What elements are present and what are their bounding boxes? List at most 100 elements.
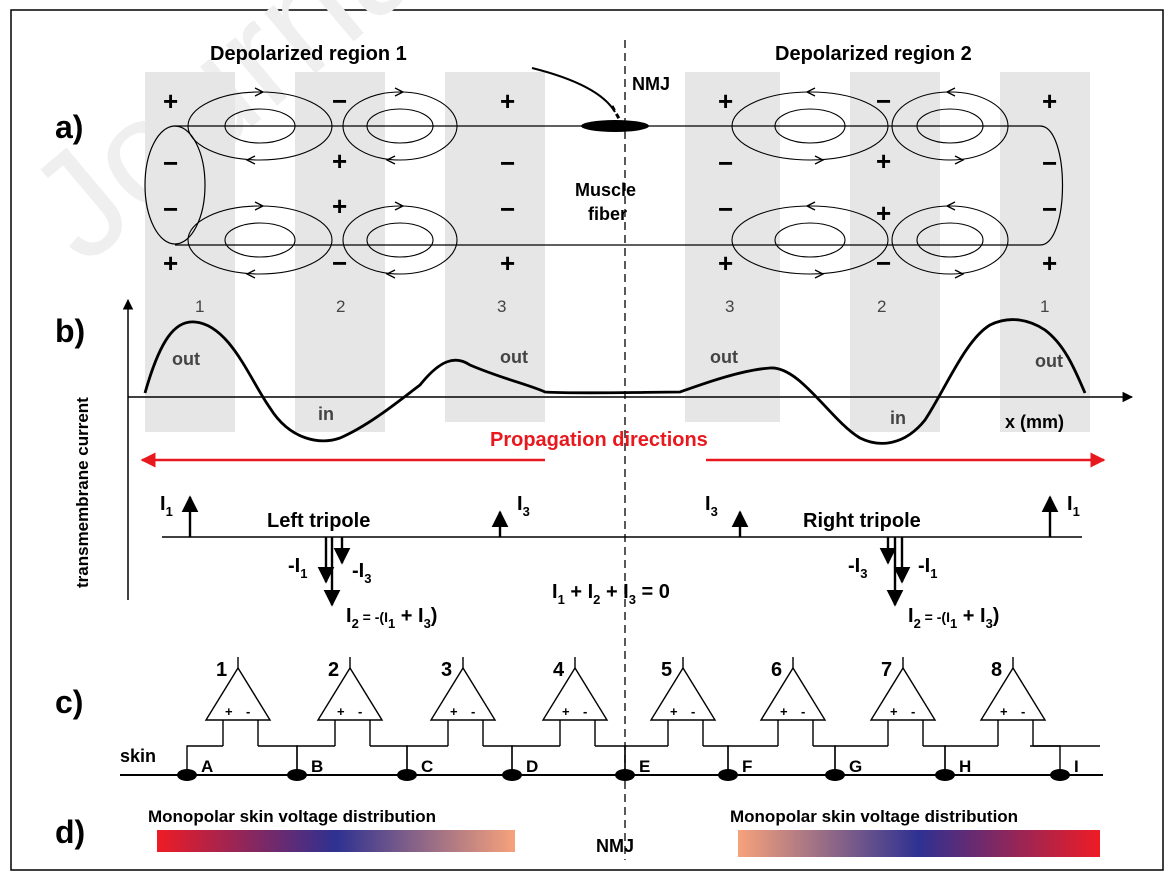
amplifier-number: 5 [661, 659, 672, 681]
wire [624, 745, 668, 770]
sign-minus: − [718, 148, 733, 178]
sign-plus: + [163, 248, 178, 278]
wire [1033, 745, 1061, 770]
amplifier: 8 +- [979, 657, 1047, 746]
amp-minus-sign: - [1021, 704, 1025, 719]
sign-plus: + [500, 86, 515, 116]
electrode-label: B [311, 757, 323, 776]
amp-plus-sign: + [780, 704, 788, 719]
amp-minus-sign: - [911, 704, 915, 719]
amplifier-number: 8 [991, 659, 1002, 681]
muscle-fiber [144, 125, 1064, 246]
zone-number: 3 [725, 297, 734, 316]
electrode-label: D [526, 757, 538, 776]
amplifier: 7 +- [869, 657, 937, 746]
current-loops [187, 91, 1009, 275]
amp-plus-sign: + [337, 704, 345, 719]
amplifier-array: 1+-2+-3+-4+-5+-6+-7+-8+- [186, 657, 1061, 770]
label-negI3: -I3 [848, 555, 867, 581]
sign-plus: + [1042, 248, 1057, 278]
electrode [825, 769, 845, 781]
grey-bands [145, 72, 1090, 432]
wire [595, 745, 626, 770]
zone-numbers: 1 2 3 3 2 1 [195, 297, 1049, 316]
electrode [615, 769, 635, 781]
amp-minus-sign: - [246, 704, 250, 719]
panel-label-a: a) [55, 109, 83, 145]
amp-plus-sign: + [890, 704, 898, 719]
zone-number: 2 [336, 297, 345, 316]
wire [258, 745, 298, 770]
amp-plus-sign: + [1000, 704, 1008, 719]
monopolar-label-right: Monopolar skin voltage distribution [730, 807, 1018, 826]
x-axis-label: x (mm) [1005, 412, 1064, 432]
sign-plus: + [1042, 86, 1057, 116]
panel-label-d: d) [55, 814, 85, 850]
label-I1: I1 [1067, 493, 1080, 519]
wire [703, 745, 729, 770]
electrode [397, 769, 417, 781]
amplifier: 2+- [316, 657, 384, 746]
label-I2-left: I2 = -(I1 + I3) [346, 605, 437, 631]
electrode-label: E [639, 757, 650, 776]
region-right-title: Depolarized region 2 [775, 43, 972, 65]
zone-number: 3 [497, 297, 506, 316]
panel-label-b: b) [55, 313, 85, 349]
in-label: in [318, 404, 334, 424]
out-label: out [172, 349, 200, 369]
wire [813, 745, 836, 770]
label-I3: I3 [705, 493, 718, 519]
out-label: out [1035, 351, 1063, 371]
amplifier-triangle [649, 666, 717, 721]
nmj-label-bottom: NMJ [596, 836, 634, 856]
out-label: out [710, 347, 738, 367]
region-left-title: Depolarized region 1 [210, 43, 407, 65]
amplifier-triangle [429, 666, 497, 721]
sign-minus: − [500, 194, 515, 224]
electrode-label: G [849, 757, 862, 776]
amplifier-number: 1 [216, 659, 227, 681]
nmj-label-top: NMJ [632, 74, 670, 94]
label-I2-right: I2 = -(I1 + I3) [908, 605, 999, 631]
in-label: in [890, 408, 906, 428]
amp-plus-sign: + [450, 704, 458, 719]
amplifier-number: 6 [771, 659, 782, 681]
amp-minus-sign: - [471, 704, 475, 719]
amplifier-triangle [541, 666, 609, 721]
amp-minus-sign: - [583, 704, 587, 719]
electrode [502, 769, 522, 781]
sign-minus: − [500, 148, 515, 178]
amp-wires [186, 745, 1061, 770]
sign-minus: − [163, 194, 178, 224]
electrode [287, 769, 307, 781]
sign-plus: + [500, 248, 515, 278]
current-sum-equation: I1 + I2 + I3 = 0 [552, 581, 670, 607]
amplifier-number: 3 [441, 659, 452, 681]
amp-plus-sign: + [670, 704, 678, 719]
electrode-label: C [421, 757, 433, 776]
zone-number: 1 [1040, 297, 1049, 316]
wire [944, 745, 998, 770]
amplifier-number: 7 [881, 659, 892, 681]
transmembrane-current-curve [143, 318, 1087, 445]
label-negI3: -I3 [352, 560, 371, 586]
amplifier: 6+- [759, 657, 827, 746]
electrode [177, 769, 197, 781]
sign-minus: − [1042, 194, 1057, 224]
monopolar-label-left: Monopolar skin voltage distribution [148, 807, 436, 826]
amp-minus-sign: - [691, 704, 695, 719]
wire [296, 745, 335, 770]
propagation-label: Propagation directions [490, 429, 708, 451]
wire [834, 745, 888, 770]
amplifier-triangle [204, 666, 272, 721]
figure-border [10, 9, 1164, 871]
loop-arrows [245, 87, 965, 279]
skin-label: skin [120, 746, 156, 766]
right-tripole-label: Right tripole [803, 510, 921, 532]
amplifier-triangle [316, 666, 384, 721]
wire [186, 745, 223, 770]
y-axis-label: transmembrane current [73, 397, 92, 588]
sign-minus: − [718, 194, 733, 224]
label-I1: I1 [160, 493, 173, 519]
